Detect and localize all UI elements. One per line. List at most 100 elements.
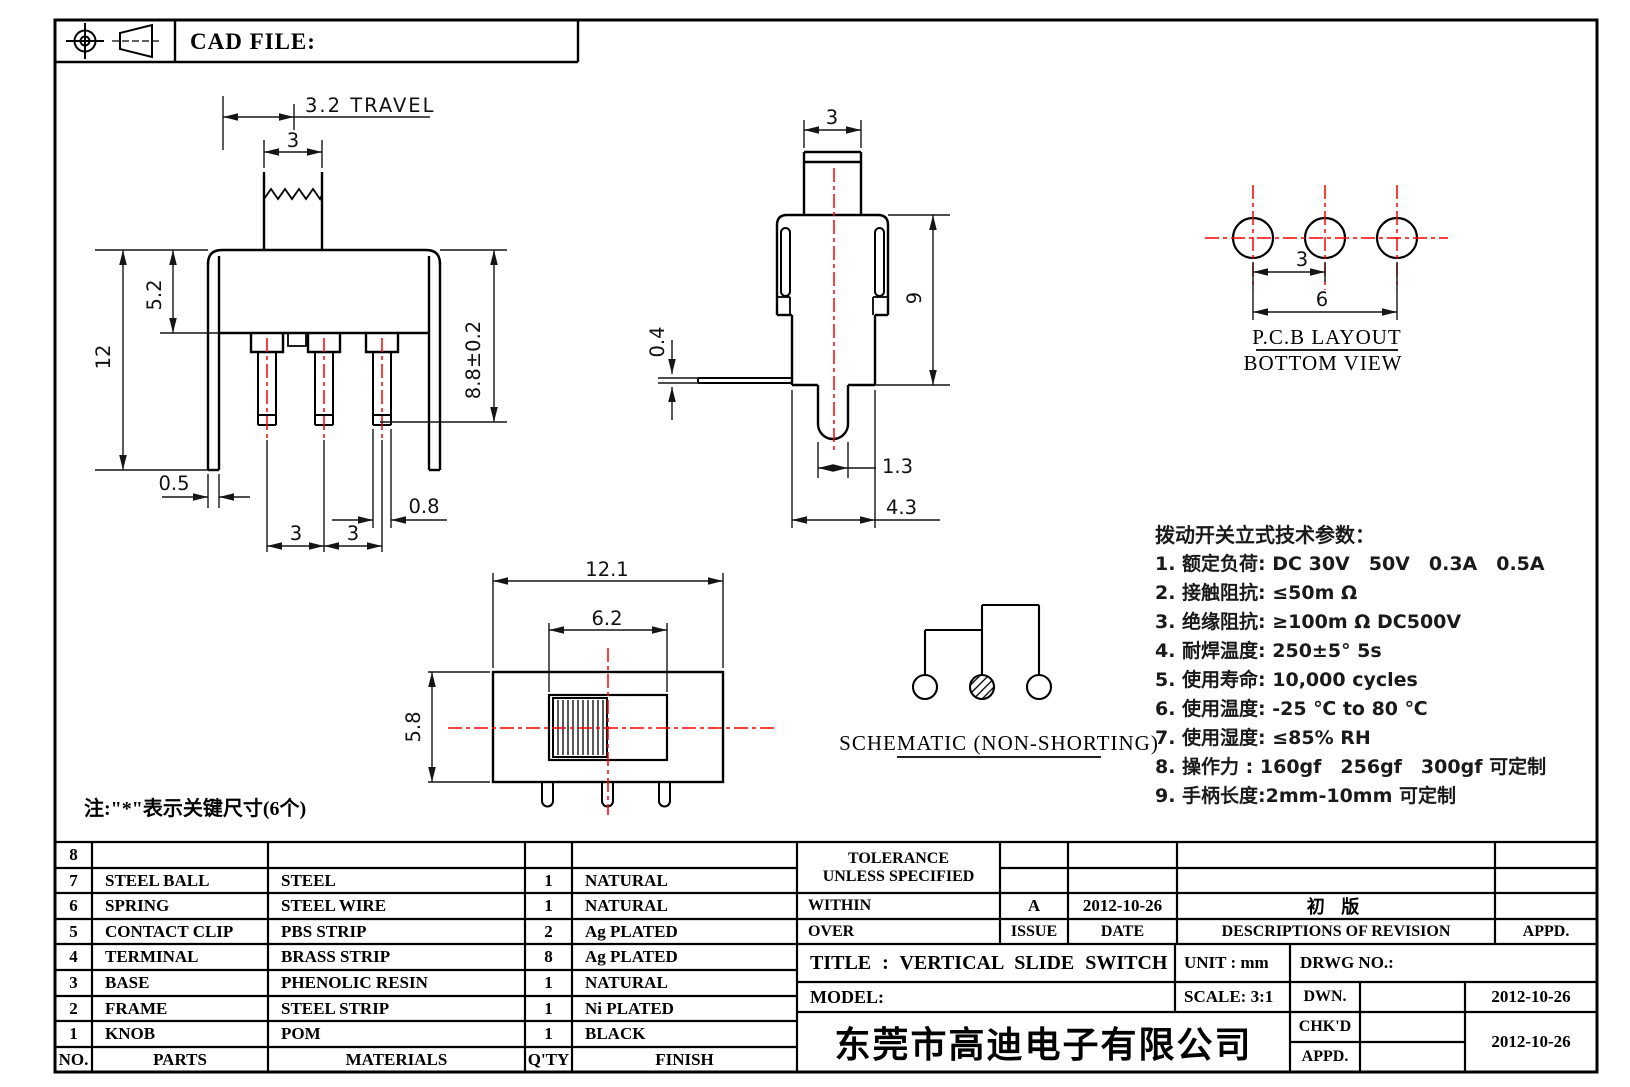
drwg-no-field: DRWG NO.: xyxy=(1300,953,1394,972)
parts-row-qty: 1 xyxy=(544,870,553,890)
parts-header-finish: FINISH xyxy=(655,1049,714,1069)
tolerance-within: WITHIN xyxy=(808,897,872,914)
parts-row-material: STEEL WIRE xyxy=(281,896,387,915)
parts-row-qty: 1 xyxy=(544,1024,553,1043)
parts-row-material: STEEL xyxy=(281,870,336,890)
dim-body-height: 8.8±0.2 xyxy=(462,321,485,399)
dim-depth: 4.3 xyxy=(886,496,917,519)
pcb-centerlines xyxy=(1205,185,1448,290)
sheet-frame xyxy=(53,18,1599,1074)
dim-pin-width: 0.8 xyxy=(408,495,439,518)
parts-header-materials: MATERIALS xyxy=(345,1049,448,1069)
approve-date: 2012-10-26 xyxy=(1491,1032,1571,1051)
parts-row-qty: 8 xyxy=(544,947,553,966)
unit-field: UNIT : mm xyxy=(1184,953,1269,972)
model-field: MODEL: xyxy=(810,986,884,1007)
parts-row-material: BRASS STRIP xyxy=(281,947,391,966)
parts-row-part: STEEL BALL xyxy=(105,870,210,890)
revision-appd-label: APPD. xyxy=(1522,922,1570,940)
tolerance-line1: TOLERANCE xyxy=(847,849,950,867)
top-view-dim-text: 12.1 6.2 5.8 xyxy=(402,558,629,743)
parts-row-finish: Ni PLATED xyxy=(585,998,674,1018)
dim-upper-height: 5.2 xyxy=(143,279,166,310)
tech-param-item: 9. 手柄长度:2mm-10mm 可定制 xyxy=(1155,785,1457,807)
parts-row-qty: 2 xyxy=(544,921,553,941)
dim-pin-thickness: 0.4 xyxy=(646,326,669,357)
dim-leg-thickness: 0.5 xyxy=(158,472,189,495)
tolerance-line2: UNLESS SPECIFIED xyxy=(822,867,975,885)
parts-row-no: 8 xyxy=(69,845,78,864)
dim-pitch-left: 3 xyxy=(290,522,302,545)
parts-row-qty: 1 xyxy=(544,896,553,915)
parts-row-finish: NATURAL xyxy=(585,896,668,915)
revision-description-value: 初 版 xyxy=(1306,897,1366,917)
dim-pcb-span: 6 xyxy=(1316,288,1328,311)
dim-side-knob: 3 xyxy=(826,106,838,129)
front-view-dimensions xyxy=(95,96,507,552)
dim-pcb-pitch: 3 xyxy=(1296,248,1308,271)
dim-pin-tip: 1.3 xyxy=(882,455,913,478)
dim-top-depth: 5.8 xyxy=(402,711,425,742)
key-dimension-note: 注:"*"表示关键尺寸(6个) xyxy=(84,798,307,820)
parts-row-finish: Ag PLATED xyxy=(585,921,678,941)
parts-row-finish: BLACK xyxy=(585,1024,646,1043)
title-field: TITLE : VERTICAL SLIDE SWITCH xyxy=(810,951,1168,974)
parts-header-qty: Q'TY xyxy=(527,1049,570,1069)
tolerance-block: TOLERANCE UNLESS SPECIFIED xyxy=(797,842,1000,893)
projection-symbol-icon xyxy=(66,23,160,59)
dim-slot-width: 6.2 xyxy=(591,607,622,630)
top-view-dimensions xyxy=(428,573,724,783)
revision-date-label: DATE xyxy=(1100,922,1145,940)
side-view-dimensions xyxy=(658,120,950,528)
parts-row-no: 6 xyxy=(69,896,78,915)
tech-param-item: 2. 接触阻抗: ≤50m Ω xyxy=(1155,582,1358,604)
revision-issue-value: A xyxy=(1027,896,1041,915)
parts-row-qty: 1 xyxy=(544,973,553,992)
schematic-label: SCHEMATIC (NON-SHORTING) xyxy=(839,731,1159,755)
parts-row-finish: Ag PLATED xyxy=(585,947,678,966)
pcb-bottom-view-label: BOTTOM VIEW xyxy=(1244,351,1403,375)
dim-top-width: 12.1 xyxy=(585,558,628,581)
revision-date-value: 2012-10-26 xyxy=(1082,896,1163,915)
dwn-date: 2012-10-26 xyxy=(1491,987,1571,1006)
parts-header-parts: PARTS xyxy=(153,1049,207,1069)
tech-param-item: 6. 使用温度: -25 ℃ to 80 ℃ xyxy=(1155,698,1428,720)
parts-row-part: SPRING xyxy=(105,896,170,915)
parts-row-no: 4 xyxy=(69,947,78,966)
tech-param-item: 8. 操作力 : 160gf 256gf 300gf 可定制 xyxy=(1155,756,1547,778)
dim-pitch-right: 3 xyxy=(347,522,359,545)
front-view-outline xyxy=(206,172,442,472)
scale-field: SCALE: 3:1 xyxy=(1184,987,1274,1006)
parts-row-material: PHENOLIC RESIN xyxy=(281,973,428,992)
revision-issue-label: ISSUE xyxy=(1010,922,1058,940)
parts-row-material: PBS STRIP xyxy=(281,921,367,941)
tech-param-item: 7. 使用湿度: ≤85% RH xyxy=(1155,727,1371,749)
tech-params-title: 拨动开关立式技术参数： xyxy=(1155,523,1375,547)
pcb-dimensions xyxy=(1252,262,1398,351)
dwn-label: DWN. xyxy=(1303,988,1347,1005)
tech-params-block: 拨动开关立式技术参数： 1. 额定负荷: DC 30V 50V 0.3A 0.5… xyxy=(1155,520,1605,811)
parts-row-material: POM xyxy=(281,1024,321,1043)
dim-side-height: 9 xyxy=(903,292,926,304)
revision-description-label: DESCRIPTIONS OF REVISION xyxy=(1221,922,1451,940)
parts-row-part: FRAME xyxy=(105,998,168,1018)
schematic-diagram xyxy=(897,603,1101,758)
dim-knob-width: 3 xyxy=(287,129,299,152)
parts-row-part: KNOB xyxy=(105,1024,156,1043)
tolerance-over: OVER xyxy=(808,922,855,940)
parts-row-part: TERMINAL xyxy=(105,947,199,966)
parts-row-no: 3 xyxy=(69,973,78,992)
top-view-centerlines xyxy=(448,648,775,815)
pcb-layout-label: P.C.B LAYOUT xyxy=(1252,325,1402,349)
tech-param-item: 4. 耐焊温度: 250±5° 5s xyxy=(1155,640,1382,662)
chkd-label: CHK'D xyxy=(1298,1018,1352,1035)
parts-row-qty: 1 xyxy=(544,998,553,1018)
parts-row-part: CONTACT CLIP xyxy=(105,921,234,941)
parts-row-no: 5 xyxy=(69,921,78,941)
parts-row-material: STEEL STRIP xyxy=(281,998,390,1018)
tech-param-item: 3. 绝缘阻抗: ≥100m Ω DC500V xyxy=(1155,611,1462,633)
parts-row-part: BASE xyxy=(105,973,150,992)
appd-label: APPD. xyxy=(1301,1048,1349,1065)
side-view-outline xyxy=(697,150,890,441)
